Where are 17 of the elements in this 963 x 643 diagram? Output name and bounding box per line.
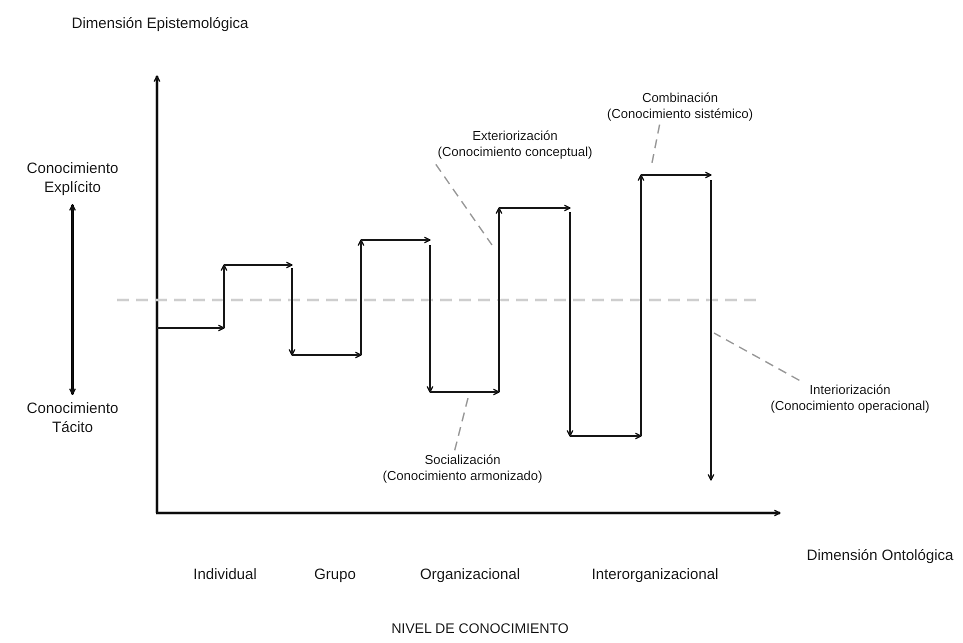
leader-line <box>454 398 469 451</box>
leader-line <box>435 164 493 246</box>
stage-label: Interiorización (Conocimiento operacional) <box>740 382 960 414</box>
level-label: Organizacional <box>418 566 522 585</box>
stage-label: Exteriorización (Conocimiento conceptual) <box>425 128 605 160</box>
axis-title: Dimensión Epistemológica <box>70 15 250 34</box>
axis-pole-label: Conocimiento Tácito <box>15 400 130 438</box>
stage-label: Socialización (Conocimiento armonizado) <box>365 452 560 484</box>
double-arrow <box>69 204 76 395</box>
axis-caption: NIVEL DE CONOCIMIENTO <box>390 620 570 638</box>
axis-title: Dimensión Ontológica <box>806 547 954 566</box>
leader-line <box>714 332 800 381</box>
stage-label: Combinación (Conocimiento sistémico) <box>595 90 765 122</box>
level-label: Interorganizacional <box>590 566 720 585</box>
level-label: Individual <box>192 566 258 585</box>
level-label: Grupo <box>313 566 357 585</box>
axis-pole-label: Conocimiento Explícito <box>15 160 130 198</box>
